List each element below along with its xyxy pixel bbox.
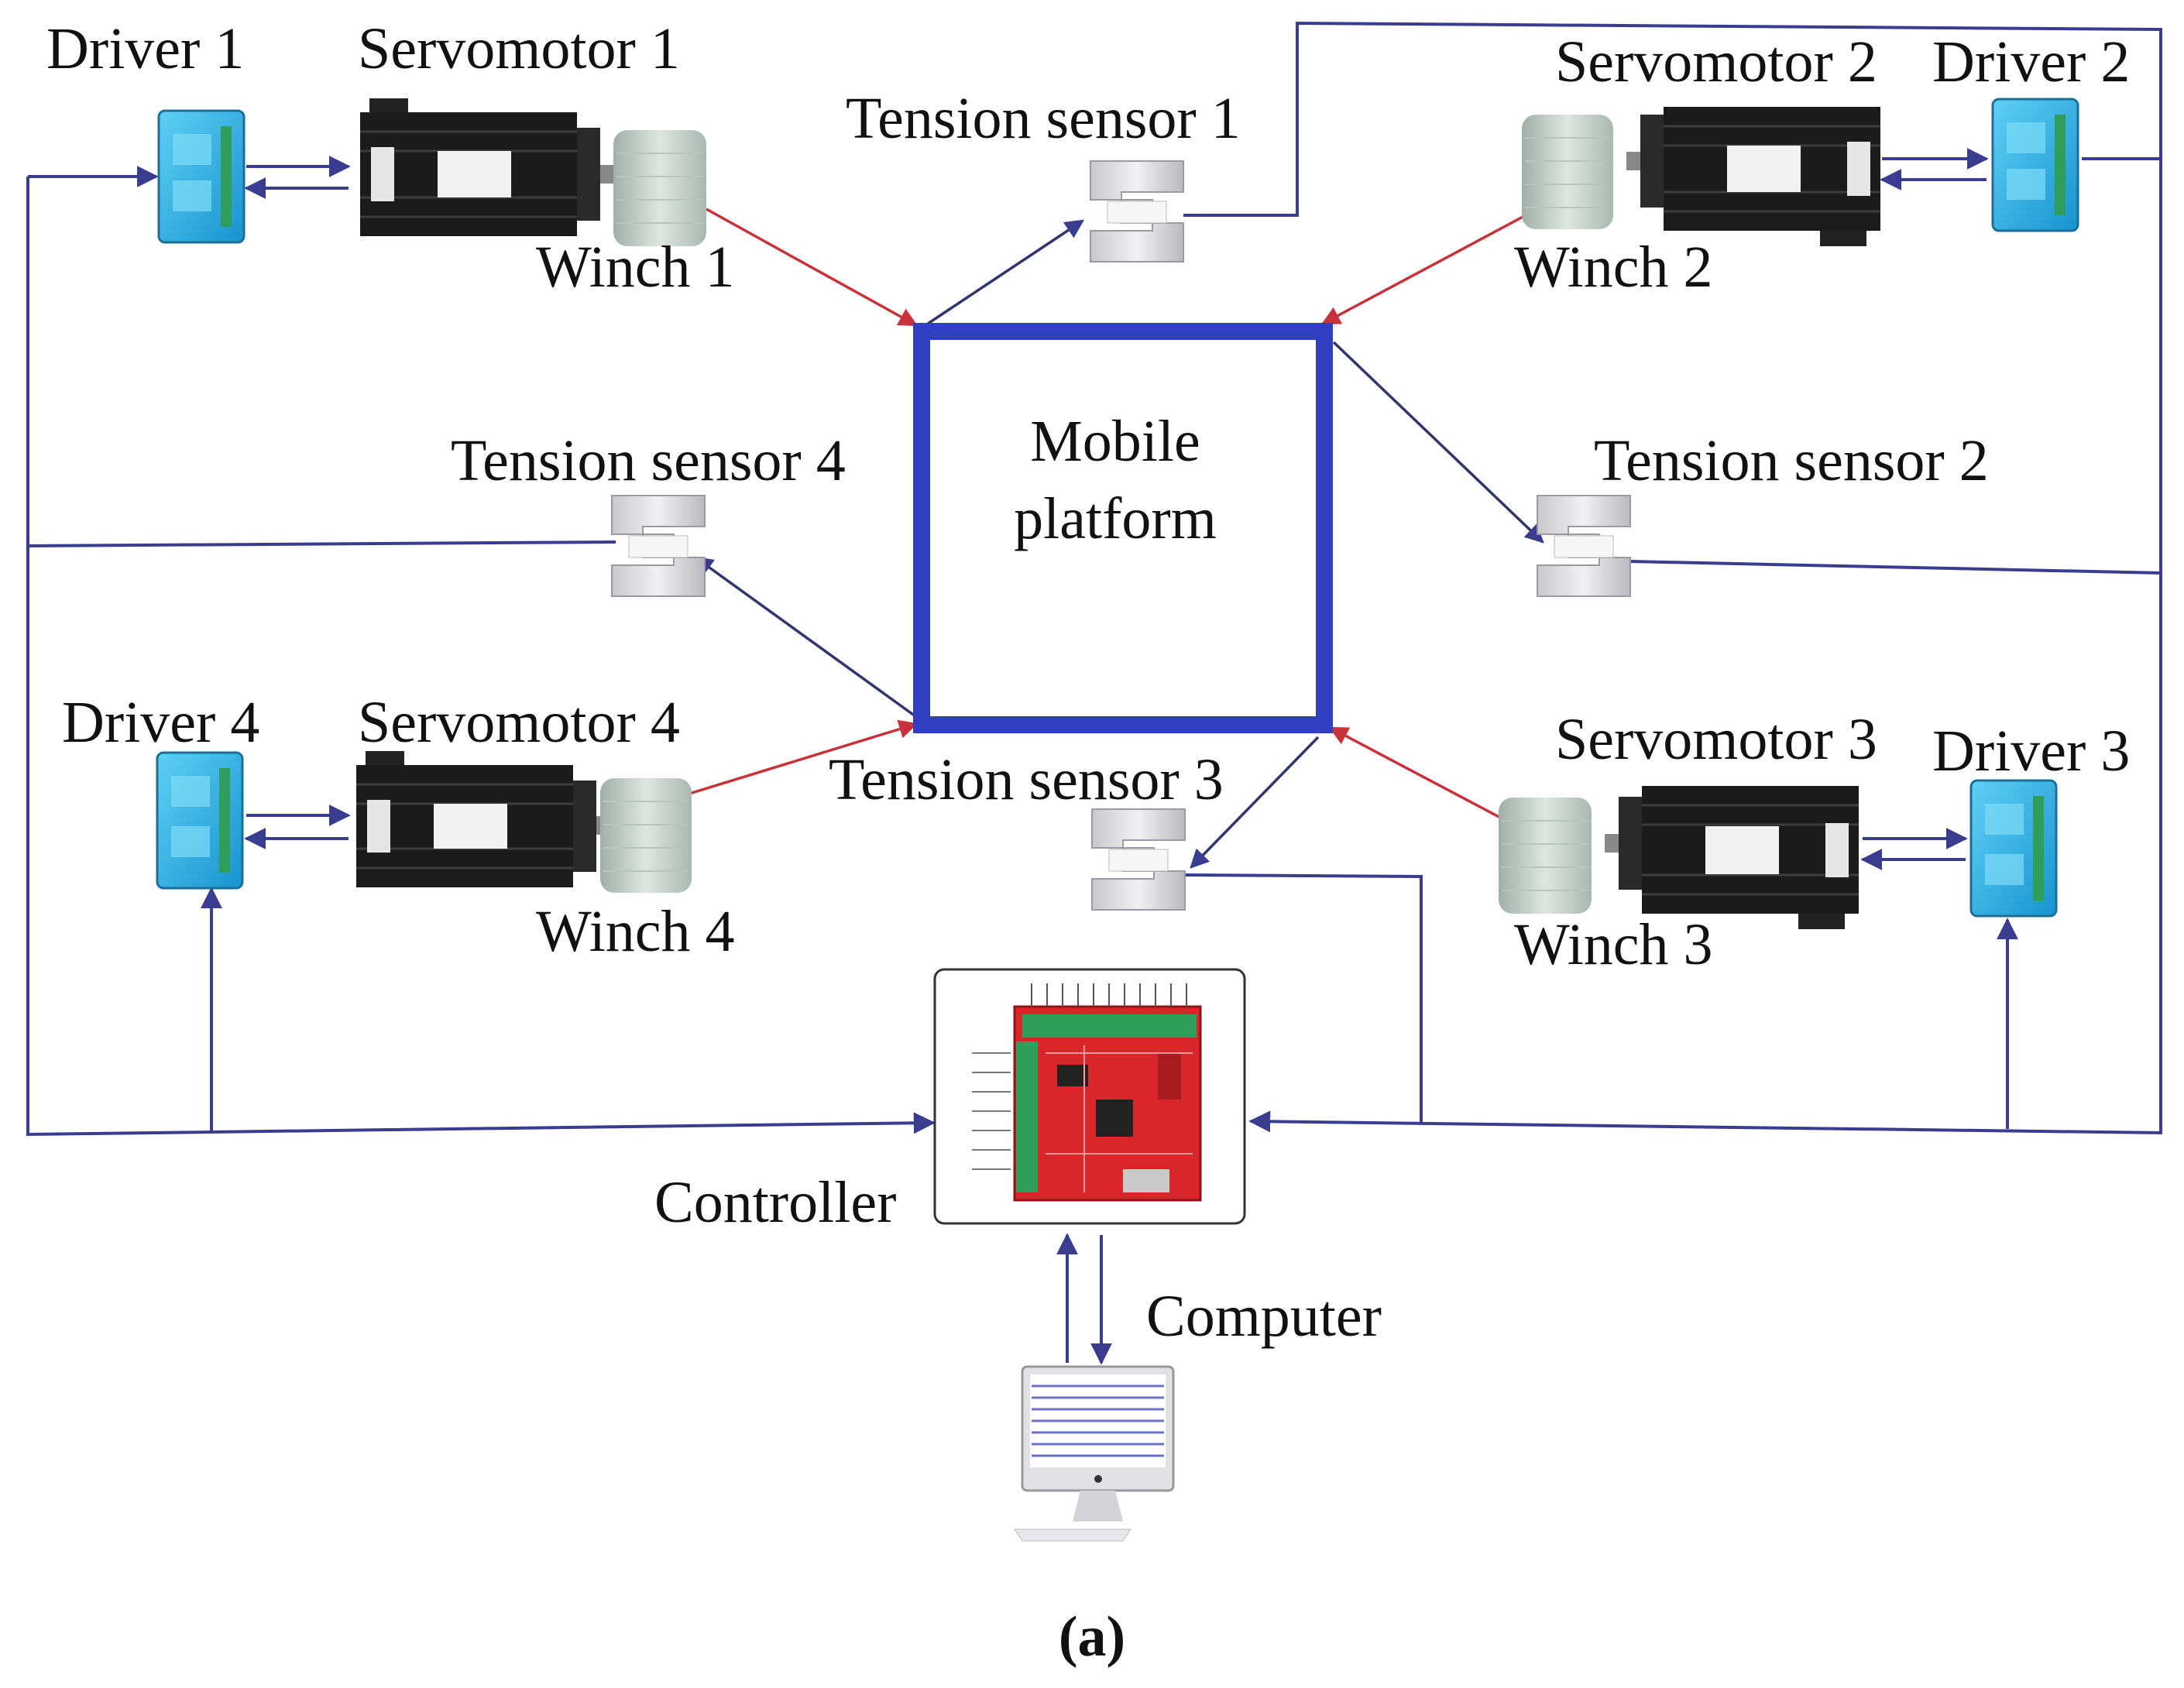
cable-winch1 (706, 208, 919, 327)
wire-tension3 (1184, 873, 1423, 1124)
driver-2-label: Driver 2 (1932, 29, 2130, 94)
tension-sensor-3-label: Tension sensor 3 (829, 747, 1224, 812)
cable-tension3 (1190, 736, 1320, 869)
wire-left-bus (26, 177, 936, 1137)
servomotor-4-label: Servomotor 4 (358, 690, 680, 755)
winch-2-label: Winch 2 (1514, 235, 1713, 300)
wire-tension4 (27, 540, 616, 547)
controller-label: Controller (654, 1170, 896, 1235)
cable-winch3 (1328, 726, 1507, 822)
computer-monitor (1014, 1365, 1175, 1542)
driver-1-label: Driver 1 (46, 16, 244, 81)
servomotor-3 (1605, 786, 1859, 929)
labels: Driver 1 Servomotor 1 Tension sensor 1 S… (46, 16, 2130, 1669)
servomotor-1 (360, 98, 614, 236)
winch-3-drum (1499, 798, 1592, 914)
servomotor-3-label: Servomotor 3 (1555, 707, 1877, 772)
winch-1-label: Winch 1 (536, 235, 735, 300)
servomotor-4 (356, 751, 610, 887)
driver-1 (157, 109, 246, 244)
driver-3-label: Driver 3 (1932, 719, 2130, 784)
winch-2-drum (1522, 115, 1613, 229)
wire-tension2 (1629, 560, 2162, 575)
tension-sensor-4 (611, 495, 706, 597)
platform-cables (689, 208, 1544, 869)
winch-1-drum (613, 130, 706, 246)
cable-tension1 (927, 219, 1085, 325)
tension-sensor-1 (1090, 160, 1184, 262)
winch-4-label: Winch 4 (536, 899, 735, 964)
tension-sensor-2-label: Tension sensor 2 (1594, 428, 1989, 493)
cable-winch2 (1320, 208, 1538, 325)
platform-frame (913, 323, 1333, 733)
tension-sensor-3 (1091, 808, 1186, 911)
servomotor-1-label: Servomotor 1 (358, 16, 680, 81)
figure-caption: (a) (1059, 1605, 1125, 1669)
controller (933, 968, 1246, 1225)
mobile-platform: Mobile platform (913, 323, 1333, 733)
driver-4-label: Driver 4 (62, 690, 259, 755)
computer-label: Computer (1146, 1284, 1382, 1349)
platform-label-line2: platform (1014, 486, 1217, 551)
wire-tension1 (1183, 21, 2162, 1135)
controller-board (972, 983, 1202, 1202)
driver-4 (156, 751, 244, 890)
signal-wiring (26, 21, 2162, 1365)
tension-sensor-1-label: Tension sensor 1 (846, 86, 1241, 151)
servomotor-2-label: Servomotor 2 (1555, 29, 1877, 94)
tension-sensor-2 (1537, 495, 1631, 597)
cable-tension2 (1332, 341, 1544, 544)
cable-tension4 (694, 556, 917, 718)
platform-label-line1: Mobile (1030, 409, 1200, 474)
cable-winch4 (689, 719, 919, 795)
servomotor-2 (1626, 107, 1880, 246)
winch-4-drum (600, 778, 692, 893)
driver-2 (1991, 98, 2079, 232)
driver-3 (1969, 779, 2058, 918)
winch-3-label: Winch 3 (1514, 912, 1713, 977)
tension-sensor-4-label: Tension sensor 4 (451, 428, 846, 493)
